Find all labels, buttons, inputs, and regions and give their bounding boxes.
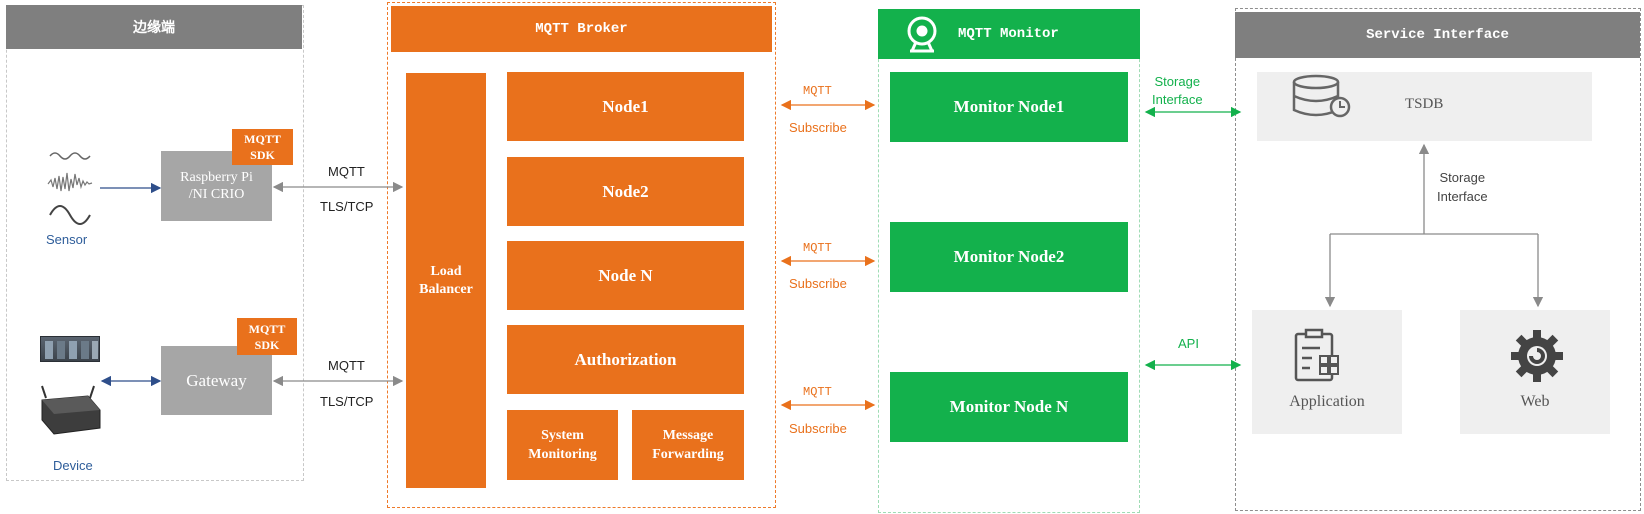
- webcam-icon: [902, 14, 942, 54]
- system-monitoring-box: System Monitoring: [507, 410, 618, 480]
- mqtt-label-2: MQTT: [328, 358, 365, 373]
- subscribe-label-2: Subscribe: [789, 276, 847, 291]
- subscribe-mqtt-label-3: MQTT: [803, 385, 832, 399]
- message-forwarding-box: Message Forwarding: [632, 410, 744, 480]
- application-label: Application: [1289, 393, 1365, 410]
- application-box: [1252, 310, 1402, 434]
- edge-panel-title: 边缘端: [6, 5, 302, 49]
- web-box: [1460, 310, 1610, 434]
- node-n-box: Node N: [507, 241, 744, 310]
- subscribe-label-3: Subscribe: [789, 421, 847, 436]
- node2-box: Node2: [507, 157, 744, 226]
- monitor-panel-header: MQTT Monitor: [878, 9, 1140, 59]
- monitor-node-n-box: Monitor Node N: [890, 372, 1128, 442]
- device-label: Device: [53, 458, 93, 473]
- broker-panel: [387, 2, 776, 508]
- subscribe-mqtt-label-1: MQTT: [803, 84, 832, 98]
- web-label: Web: [1520, 393, 1550, 410]
- monitor-node2-box: Monitor Node2: [890, 222, 1128, 292]
- sensor-label: Sensor: [46, 232, 88, 247]
- service-panel: [1235, 8, 1641, 511]
- broker-panel-title: MQTT Broker: [391, 6, 772, 52]
- storage-interface-label: Storage Interface: [1152, 74, 1203, 107]
- mqtt-sdk-badge-2: MQTT SDK: [237, 318, 297, 355]
- monitor-node1-box: Monitor Node1: [890, 72, 1128, 142]
- subscribe-label-1: Subscribe: [789, 120, 847, 135]
- tls-label-1: TLS/TCP: [320, 199, 374, 214]
- monitor-panel-title: MQTT Monitor: [958, 26, 1059, 42]
- service-storage-interface-label: Storage Interface: [1437, 170, 1488, 204]
- gateway-box: Gateway: [161, 346, 272, 415]
- mqtt-label-1: MQTT: [328, 164, 365, 179]
- service-panel-title: Service Interface: [1235, 12, 1640, 58]
- load-balancer-box: Load Balancer: [406, 73, 486, 488]
- authorization-box: Authorization: [507, 325, 744, 394]
- plc-icon: [40, 336, 100, 362]
- tls-label-2: TLS/TCP: [320, 394, 374, 409]
- mqtt-sdk-badge-1: MQTT SDK: [232, 129, 293, 165]
- subscribe-mqtt-label-2: MQTT: [803, 241, 832, 255]
- tsdb-label: TSDB: [1405, 96, 1444, 112]
- api-label: API: [1178, 336, 1199, 351]
- node1-box: Node1: [507, 72, 744, 141]
